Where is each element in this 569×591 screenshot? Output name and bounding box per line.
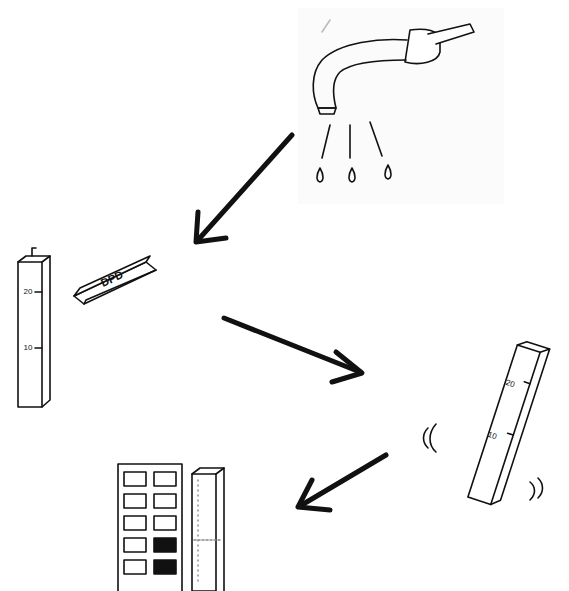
test-tube xyxy=(18,248,50,407)
shake-marks xyxy=(424,424,543,500)
shaking-tube xyxy=(468,339,550,507)
scale-number: 10 xyxy=(24,344,33,352)
colour-comparator xyxy=(118,464,224,591)
panel-ground xyxy=(298,8,504,204)
step-arrow xyxy=(196,135,386,510)
tap-drawing xyxy=(313,20,474,182)
tablet-label: DPD xyxy=(99,269,125,289)
scale-number: 20 xyxy=(24,288,33,296)
dpd-tablet-packet xyxy=(74,256,156,304)
scale-number: 10 xyxy=(487,431,498,441)
scale-number: 20 xyxy=(505,379,516,389)
